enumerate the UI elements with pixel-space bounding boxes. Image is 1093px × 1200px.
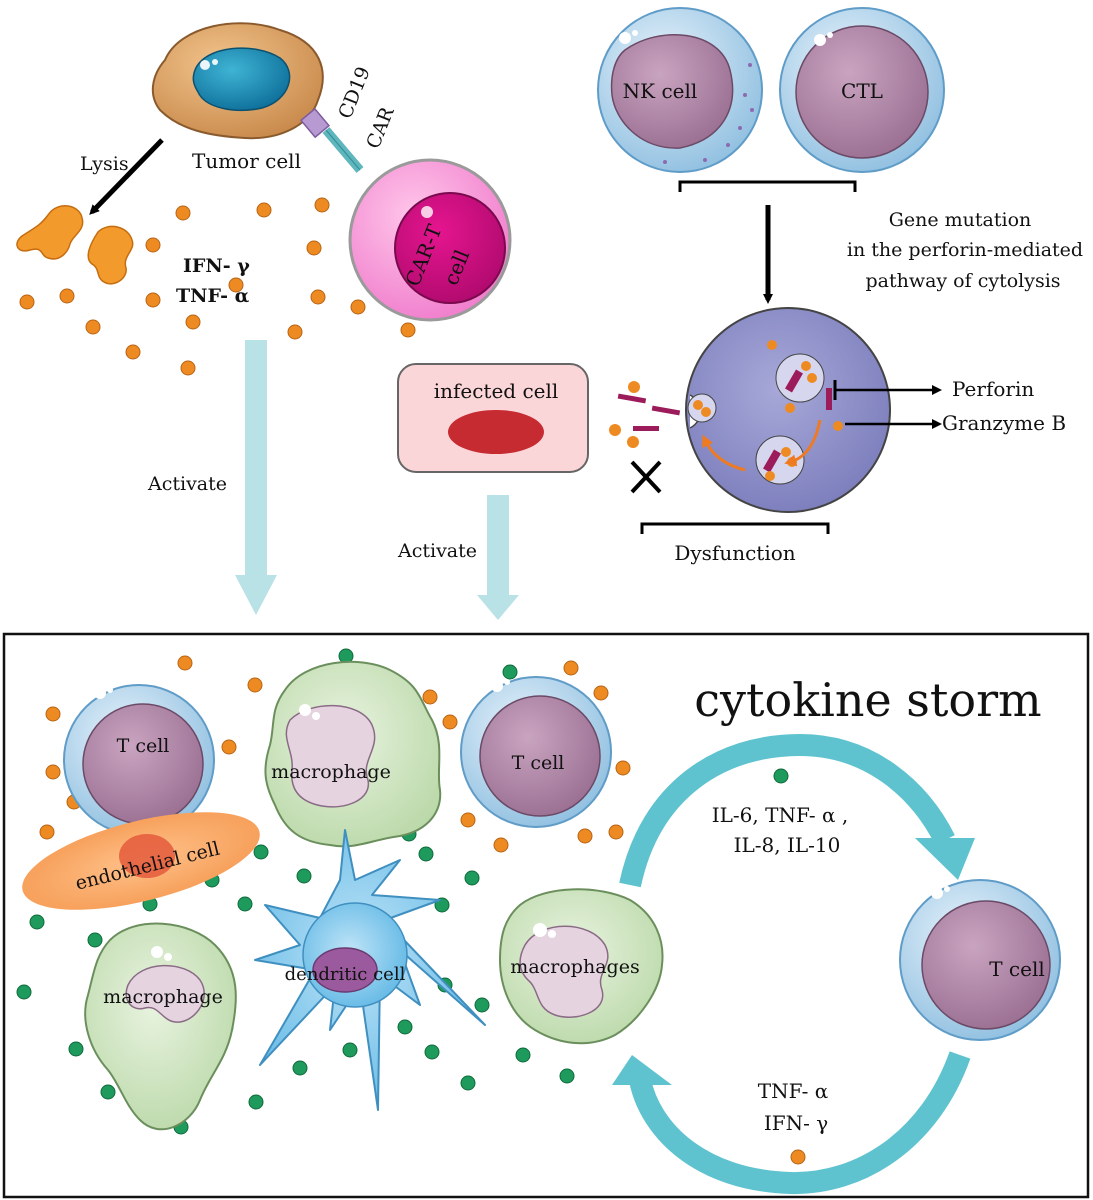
- t-cell-3: [899, 879, 1061, 1041]
- infected-cell-label: infected cell: [434, 379, 559, 403]
- macrophages-right: [498, 888, 664, 1045]
- t-cell-1: [63, 684, 215, 836]
- t-cell-1-label: T cell: [117, 735, 170, 757]
- infected-cell: [397, 363, 589, 473]
- cytokines-top-line-2: IL-8, IL-10: [734, 833, 841, 857]
- cytokines-top-line-1: IL-6, TNF- α ,: [712, 803, 849, 827]
- lysed-tumor-fragments: [16, 205, 134, 285]
- car-receptor: [322, 127, 364, 173]
- macrophage-top: [264, 660, 442, 848]
- cd19-receptor: [299, 107, 331, 139]
- t-cell-3-label: T cell: [989, 957, 1045, 981]
- endothelial-cell: [22, 812, 260, 910]
- macrophages-right-label: macrophages: [510, 956, 639, 978]
- lysis-label: Lysis: [80, 153, 129, 175]
- cytokine-storm-title: cytokine storm: [694, 673, 1041, 727]
- feedback-arrow-top: [619, 733, 975, 888]
- lysis-arrow: [89, 138, 164, 215]
- granule-fragments: [609, 381, 681, 448]
- gene-mutation-line-1: Gene mutation: [889, 209, 1032, 231]
- nk-ctl-bracket: [678, 180, 857, 192]
- t-cell-2-label: T cell: [512, 752, 565, 774]
- tumor-cell: [151, 22, 324, 140]
- gene-mutation-line-2: in the perforin-mediated: [847, 239, 1083, 261]
- cytokines-bottom-line-1: TNF- α: [758, 1079, 828, 1103]
- tumor-cell-label: Tumor cell: [192, 149, 301, 173]
- macrophage-top-label: macrophage: [271, 761, 391, 783]
- activate-label-right: Activate: [397, 540, 477, 562]
- activate-label-left: Activate: [147, 473, 227, 495]
- car-t-cell: [348, 158, 512, 322]
- dysfunction-bracket: [640, 522, 830, 534]
- ctl-label: CTL: [841, 79, 883, 103]
- ifn-gamma-label: IFN- γ: [183, 255, 250, 277]
- granzyme-b-label: Granzyme B: [942, 411, 1066, 435]
- cytokine-dots-top-left: [19, 197, 416, 376]
- gene-mutation-line-3: pathway of cytolysis: [865, 270, 1060, 292]
- dysfunction-label: Dysfunction: [674, 541, 795, 565]
- cd19-label: CD19: [334, 64, 375, 122]
- macrophage-bottom: [84, 922, 237, 1131]
- ctl-cell: [779, 7, 945, 173]
- activate-arrow-left: [235, 340, 277, 615]
- blocked-x-icon: [630, 460, 662, 494]
- feedback-arrow-bottom: [612, 1051, 971, 1195]
- nk-cell: [597, 7, 763, 173]
- t-cell-2: [460, 676, 612, 828]
- perforin-label: Perforin: [952, 377, 1034, 401]
- dendritic-cell-label: dendritic cell: [285, 964, 406, 985]
- tnf-alpha-label: TNF- α: [176, 285, 250, 307]
- activate-arrow-right: [477, 495, 519, 620]
- macrophage-bottom-label: macrophage: [103, 986, 223, 1008]
- nk-cell-label: NK cell: [623, 79, 698, 103]
- dendritic-cell: [254, 829, 486, 1111]
- car-label: CAR: [362, 104, 399, 152]
- dysfunctional-cell: [685, 307, 891, 513]
- cytokines-bottom-line-2: IFN- γ: [764, 1111, 828, 1135]
